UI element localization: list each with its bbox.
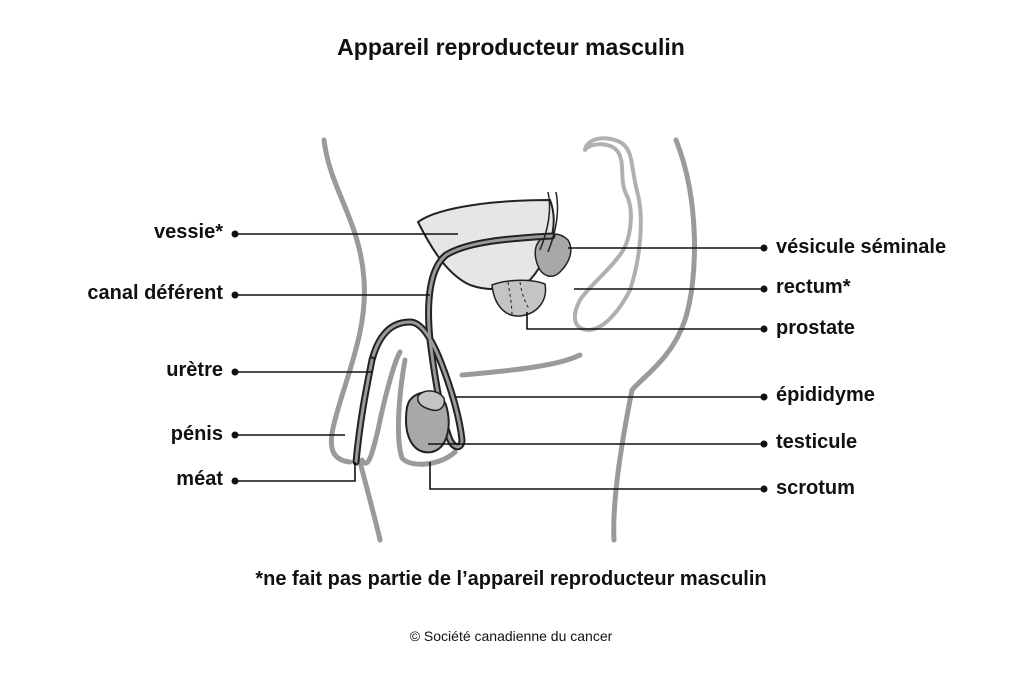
label-canal-deferent: canal déférent — [87, 282, 223, 304]
label-vesicule-seminale: vésicule séminale — [776, 236, 947, 258]
dot-penis — [231, 431, 239, 439]
label-rectum: rectum* — [776, 276, 851, 298]
dot-vessie — [231, 230, 239, 238]
back-body-outline — [611, 137, 697, 543]
dot-scrotum — [760, 485, 768, 493]
ureter-lines — [539, 191, 559, 253]
leader-lines — [235, 233, 764, 490]
prostate-urethra-dashed — [507, 281, 531, 317]
label-vessie: vessie* — [154, 221, 223, 243]
dot-canal-deferent — [231, 291, 239, 299]
inner-thigh-outline — [459, 352, 583, 378]
epididymis-shape — [416, 390, 446, 412]
leader-prostate — [526, 312, 764, 330]
body-silhouette — [321, 137, 697, 543]
leader-meat — [235, 462, 356, 482]
front-body-outline — [321, 137, 367, 465]
label-epididyme: épididyme — [776, 384, 875, 406]
rectum-outline — [572, 136, 643, 332]
label-scrotum: scrotum — [776, 477, 855, 499]
leader-scrotum — [429, 462, 764, 490]
leg-front-outline — [357, 459, 383, 543]
vas-deferens-tube-inner — [370, 234, 554, 449]
dot-uretre — [231, 368, 239, 376]
label-penis: pénis — [170, 423, 223, 445]
label-uretre: urètre — [166, 359, 223, 381]
label-testicule: testicule — [776, 431, 858, 453]
dot-vesicule-seminale — [760, 244, 768, 252]
prostate-shape — [491, 279, 547, 317]
leader-dots — [231, 230, 768, 493]
scrotum-outline — [395, 357, 458, 467]
dot-rectum — [760, 285, 768, 293]
copyright-notice: © Société canadienne du cancer — [409, 628, 613, 644]
urethra-tube-inner — [354, 358, 374, 464]
dot-prostate — [760, 325, 768, 333]
label-prostate: prostate — [776, 317, 855, 339]
label-meat: méat — [176, 468, 223, 490]
dot-testicule — [760, 440, 768, 448]
penis-outline — [359, 349, 403, 466]
footnote: *ne fait pas partie de l’appareil reprod… — [255, 568, 767, 590]
diagram-title: Appareil reproducteur masculin — [337, 34, 685, 60]
dot-meat — [231, 477, 239, 485]
seminal-vesicle-shape — [534, 233, 572, 277]
dot-epididyme — [760, 393, 768, 401]
